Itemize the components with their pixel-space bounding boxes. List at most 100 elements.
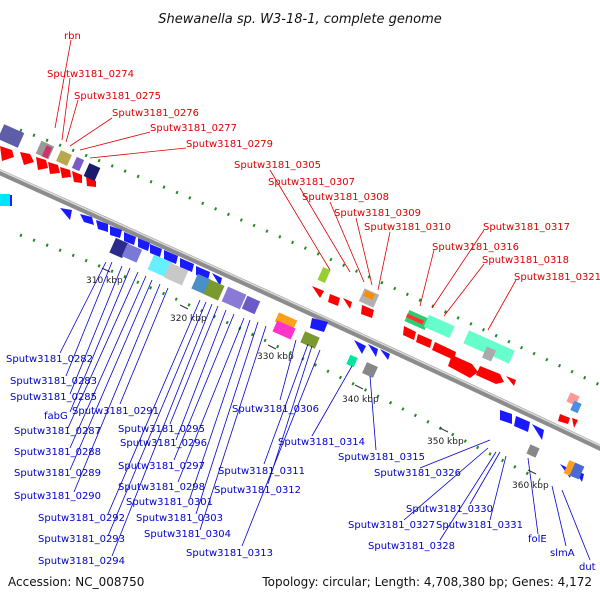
feature-reverse bbox=[310, 318, 328, 332]
feature-reverse bbox=[180, 258, 194, 272]
accession-text: Accession: NC_008750 bbox=[8, 575, 144, 589]
feature-forward bbox=[328, 294, 340, 306]
gene-label-reverse: Sputw3181_0298 bbox=[118, 482, 205, 493]
genome-backbone bbox=[0, 168, 600, 451]
gene-label-forward: Sputw3181_0276 bbox=[112, 108, 199, 119]
tick-360: 360 kbp bbox=[512, 469, 549, 491]
outer-forward-track bbox=[19, 128, 600, 387]
map-title: Shewanella sp. W3-18-1, complete genome bbox=[158, 12, 441, 27]
gene-label-reverse: Sputw3181_0289 bbox=[14, 468, 101, 479]
feature-forward bbox=[448, 355, 478, 378]
gene-label-reverse: Sputw3181_0331 bbox=[436, 520, 523, 531]
gene-label-reverse: Sputw3181_0291 bbox=[72, 406, 159, 417]
feature-reverse bbox=[138, 238, 150, 251]
feature-reverse bbox=[500, 410, 512, 424]
gene-label-reverse: Sputw3181_0282 bbox=[6, 354, 93, 365]
gene-label-reverse: Sputw3181_0313 bbox=[186, 548, 273, 559]
tick-label: 350 kbp bbox=[427, 437, 464, 447]
gene-label-reverse: Sputw3181_0312 bbox=[214, 485, 301, 496]
tick-340: 340 kbp bbox=[342, 384, 379, 405]
gene-label-forward: Sputw3181_0318 bbox=[482, 255, 569, 266]
gene-label-forward: Sputw3181_0317 bbox=[483, 222, 570, 233]
gene-label-reverse: Sputw3181_0288 bbox=[14, 447, 101, 458]
feature-reverse bbox=[380, 349, 390, 360]
gene-label-reverse: Sputw3181_0314 bbox=[278, 437, 365, 448]
feature-reverse bbox=[514, 416, 530, 432]
gene-label-reverse: Sputw3181_0330 bbox=[406, 504, 493, 515]
feature-forward bbox=[60, 167, 71, 178]
gene-label-reverse: Sputw3181_0285 bbox=[10, 392, 97, 403]
feature-reverse bbox=[354, 340, 366, 354]
feature-reverse bbox=[212, 273, 222, 286]
tick-label: 360 kbp bbox=[512, 481, 549, 491]
feature-reverse bbox=[150, 244, 162, 257]
feature-forward bbox=[312, 286, 324, 298]
gene-label-forward: Sputw3181_0310 bbox=[364, 222, 451, 233]
feature-forward bbox=[72, 171, 82, 183]
feature-reverse bbox=[110, 226, 122, 238]
gene-label-reverse: slmA bbox=[550, 548, 575, 559]
gene-label-reverse: Sputw3181_0301 bbox=[126, 497, 213, 508]
forward-gene-labels: rbn Sputw3181_0274 Sputw3181_0275 Sputw3… bbox=[47, 31, 600, 331]
feature-forward bbox=[20, 152, 34, 165]
gene-label-reverse: Sputw3181_0295 bbox=[118, 424, 205, 435]
gene-label-reverse: Sputw3181_0326 bbox=[374, 468, 461, 479]
tick-330: 330 kbp bbox=[257, 344, 294, 362]
gene-label-reverse: folE bbox=[528, 534, 547, 545]
gene-label-reverse: Sputw3181_0296 bbox=[120, 438, 207, 449]
gene-label-reverse: Sputw3181_0327 bbox=[348, 520, 435, 531]
gene-label-reverse: dut bbox=[579, 562, 596, 573]
gene-label-forward: Sputw3181_0305 bbox=[234, 160, 321, 171]
tick-320: 320 kbp bbox=[170, 304, 207, 324]
tick-350: 350 kbp bbox=[427, 427, 464, 447]
gene-label-reverse: Sputw3181_0283 bbox=[10, 376, 97, 387]
feature-forward bbox=[416, 334, 432, 348]
feature-forward bbox=[0, 146, 14, 161]
feature-forward bbox=[558, 414, 570, 424]
feature-reverse bbox=[368, 344, 378, 357]
gene-label-forward: Sputw3181_0307 bbox=[268, 177, 355, 188]
feature-reverse bbox=[124, 232, 136, 245]
gene-label-reverse: Sputw3181_0290 bbox=[14, 491, 101, 502]
forward-boxes bbox=[0, 124, 582, 414]
reverse-gene-labels: Sputw3181_0282 Sputw3181_0283 Sputw3181_… bbox=[6, 261, 596, 573]
reverse-boxes bbox=[0, 194, 585, 480]
feature-forward bbox=[506, 376, 516, 386]
feature-reverse bbox=[164, 250, 178, 264]
gene-label-reverse: Sputw3181_0311 bbox=[218, 466, 305, 477]
gene-label-forward: rbn bbox=[64, 31, 81, 42]
gene-label-reverse: Sputw3181_0303 bbox=[136, 513, 223, 524]
feature-forward bbox=[403, 326, 416, 340]
tick-label: 340 kbp bbox=[342, 395, 379, 405]
gene-label-forward: Sputw3181_0308 bbox=[302, 192, 389, 203]
tick-label: 330 kbp bbox=[257, 352, 294, 362]
gene-label-reverse: Sputw3181_0315 bbox=[338, 452, 425, 463]
tick-label: 320 kbp bbox=[170, 314, 207, 324]
feature-reverse bbox=[196, 266, 210, 280]
feature-forward bbox=[572, 418, 578, 428]
gene-label-reverse: Sputw3181_0328 bbox=[368, 541, 455, 552]
gene-label-forward: Sputw3181_0316 bbox=[432, 242, 519, 253]
gene-label-forward: Sputw3181_0275 bbox=[74, 91, 161, 102]
gene-label-forward: Sputw3181_0309 bbox=[334, 208, 421, 219]
gene-label-reverse: Sputw3181_0293 bbox=[38, 534, 125, 545]
reverse-features bbox=[0, 195, 584, 482]
feature-reverse bbox=[532, 424, 544, 440]
gene-label-reverse: Sputw3181_0297 bbox=[118, 461, 205, 472]
feature-forward bbox=[432, 342, 456, 360]
feature-reverse bbox=[96, 220, 108, 232]
feature-forward bbox=[48, 162, 60, 174]
feature-forward bbox=[36, 157, 48, 170]
feature-reverse bbox=[80, 214, 94, 225]
feature-forward bbox=[361, 305, 374, 318]
gene-label-forward: Sputw3181_0274 bbox=[47, 69, 134, 80]
scale-ticks: 310 kbp 320 kbp 330 kbp 340 kbp 350 kbp … bbox=[86, 267, 549, 491]
topology-text: Topology: circular; Length: 4,708,380 bp… bbox=[261, 575, 592, 589]
feature-forward bbox=[476, 366, 504, 384]
feature-forward bbox=[343, 298, 352, 309]
forward-features bbox=[0, 146, 578, 428]
gene-label-forward: Sputw3181_0279 bbox=[186, 139, 273, 150]
gene-label-reverse: Sputw3181_0304 bbox=[144, 529, 231, 540]
gene-label-reverse: fabG bbox=[44, 411, 68, 422]
